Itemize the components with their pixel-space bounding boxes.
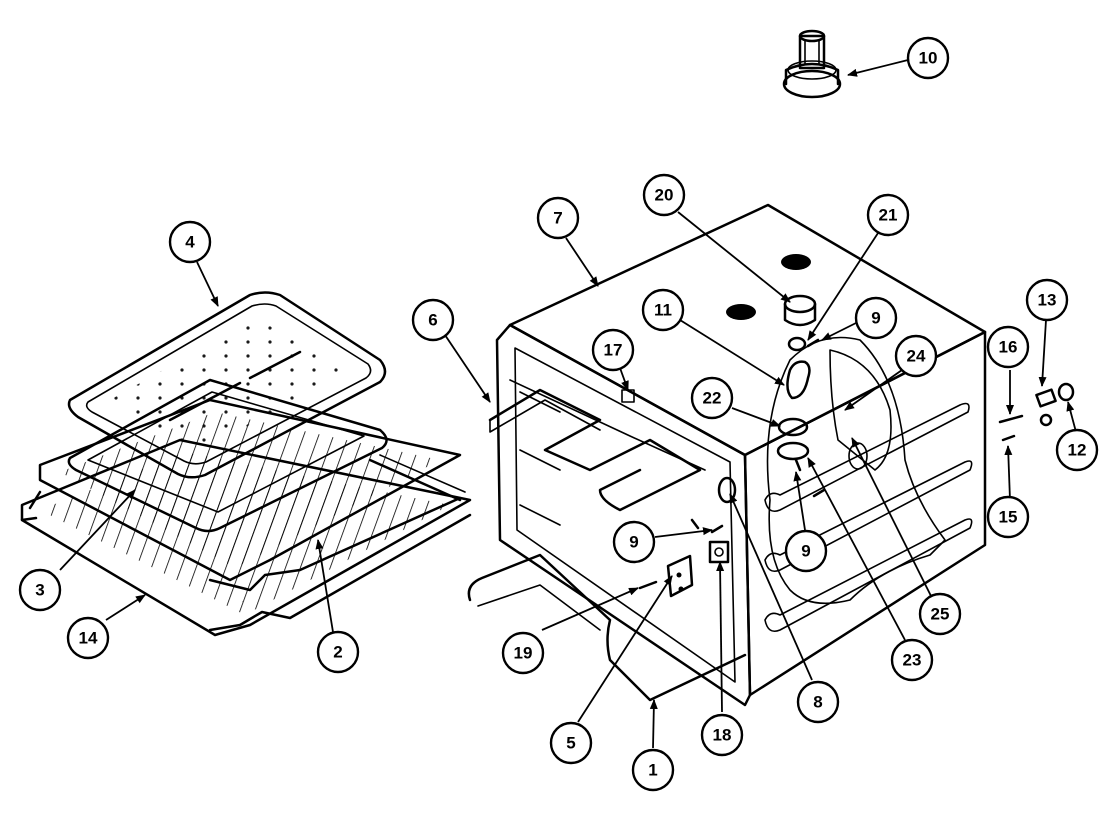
svg-text:20: 20: [655, 186, 674, 205]
callout-22: 22: [690, 376, 734, 420]
bake-element-part: [467, 553, 747, 702]
callout-25: 25: [918, 592, 962, 636]
oven-cavity-part: [495, 203, 987, 707]
svg-text:11: 11: [654, 301, 672, 320]
callout-21: 21: [866, 193, 910, 237]
callout-18: 18: [700, 713, 744, 757]
leader-lines: [59, 59, 1077, 749]
callout-14: 14: [66, 616, 110, 660]
knob-cap-part: [782, 29, 842, 99]
svg-text:24: 24: [907, 347, 926, 366]
svg-text:1: 1: [648, 761, 657, 780]
hardware-parts: [621, 294, 1075, 598]
callout-6: 6: [411, 298, 455, 342]
callout-10: 10: [906, 36, 950, 80]
svg-text:8: 8: [813, 693, 822, 712]
callout-20: 20: [642, 173, 686, 217]
svg-text:25: 25: [931, 605, 950, 624]
callout-13: 13: [1025, 278, 1069, 322]
callout-1: 1: [631, 748, 675, 792]
callout-8: 8: [796, 680, 840, 724]
svg-text:18: 18: [713, 726, 732, 745]
svg-text:23: 23: [903, 651, 922, 670]
svg-text:7: 7: [553, 209, 562, 228]
svg-text:2: 2: [333, 643, 342, 662]
callout-16: 16: [986, 325, 1030, 369]
callout-17: 17: [591, 328, 635, 372]
callout-19: 19: [501, 631, 545, 675]
svg-text:9: 9: [801, 542, 810, 561]
callout-9-mid: 9: [612, 520, 656, 564]
callout-9-top: 9: [854, 296, 898, 340]
svg-text:9: 9: [871, 309, 880, 328]
callout-24: 24: [894, 334, 938, 378]
svg-text:10: 10: [919, 49, 938, 68]
callout-23: 23: [890, 638, 934, 682]
svg-text:19: 19: [514, 644, 533, 663]
callout-3: 3: [18, 568, 62, 612]
svg-text:21: 21: [879, 206, 898, 225]
svg-text:22: 22: [703, 389, 722, 408]
callout-5: 5: [549, 721, 593, 765]
svg-text:15: 15: [999, 508, 1018, 527]
svg-text:13: 13: [1038, 291, 1057, 310]
callout-2: 2: [316, 630, 360, 674]
callout-15: 15: [986, 495, 1030, 539]
broil-element-part: [488, 379, 706, 512]
svg-text:3: 3: [35, 581, 44, 600]
callout-12: 12: [1055, 428, 1099, 472]
svg-text:17: 17: [604, 341, 623, 360]
svg-text:9: 9: [629, 533, 638, 552]
callout-9-low: 9: [784, 529, 828, 573]
svg-text:16: 16: [999, 338, 1018, 357]
svg-text:5: 5: [566, 734, 575, 753]
svg-text:12: 12: [1068, 441, 1087, 460]
callout-7: 7: [536, 196, 580, 240]
callout-11: 11: [641, 288, 685, 332]
oven-rack-lower-part: [20, 438, 472, 637]
callout-4: 4: [168, 220, 212, 264]
svg-text:4: 4: [185, 233, 195, 252]
svg-text:14: 14: [79, 629, 98, 648]
svg-text:6: 6: [428, 311, 437, 330]
